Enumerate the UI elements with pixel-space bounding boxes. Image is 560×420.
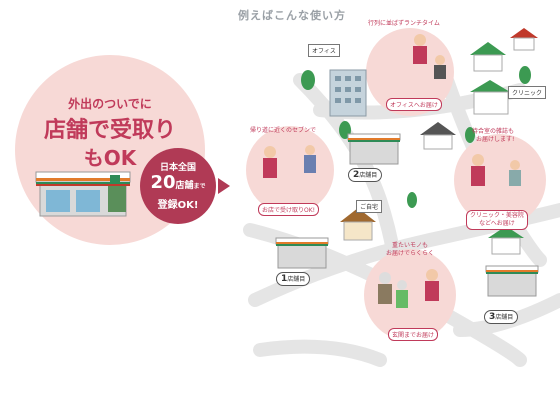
heavy-caption-1: 重たいモノも bbox=[392, 242, 429, 249]
badge-circle bbox=[140, 148, 216, 224]
store-1-icon bbox=[275, 237, 329, 269]
left-bubble-line3: もOK bbox=[83, 146, 137, 170]
house-icons bbox=[340, 28, 538, 255]
house-icon bbox=[510, 28, 538, 51]
office-tag: オフィス bbox=[308, 44, 340, 57]
house-icon bbox=[470, 42, 506, 72]
store-2-number: 2 bbox=[353, 170, 360, 180]
page-heading: 例えばこんな使い方 bbox=[238, 9, 346, 22]
people-illustrations bbox=[263, 34, 521, 308]
left-store-icon bbox=[35, 171, 131, 217]
waiting-room-caption-1: 待合室の雑誌も bbox=[472, 128, 515, 135]
house-icon bbox=[340, 208, 376, 241]
arrow-icon bbox=[218, 178, 230, 194]
map-store-icons bbox=[275, 133, 539, 297]
clinic-delivery-line2: などへお届け bbox=[479, 220, 515, 227]
road bbox=[253, 339, 387, 367]
house-icon bbox=[420, 122, 456, 150]
store-2-suffix: 店舗目 bbox=[359, 172, 378, 179]
office-delivery-label: オフィスへお届け bbox=[386, 98, 442, 111]
store-1-suffix: 店舗目 bbox=[287, 276, 306, 283]
store-3-suffix: 店舗目 bbox=[495, 314, 514, 321]
heavy-caption-2: お届けでらくらく bbox=[386, 250, 435, 257]
lunch-scene-circle bbox=[366, 28, 454, 116]
badge-line1: 日本全国 bbox=[159, 163, 196, 173]
badge-unit: 店舗 bbox=[175, 181, 194, 191]
clinic-delivery-label: クリニック・美容院 などへお届け bbox=[466, 210, 528, 230]
house-icon bbox=[488, 226, 524, 255]
tree-icon bbox=[301, 70, 315, 90]
store-1-number: 1 bbox=[281, 274, 288, 284]
near-store-caption: 帰り道に近くのセブンで bbox=[250, 127, 317, 134]
waiting-room-caption-2: お届けします! bbox=[476, 136, 515, 143]
store-3-marker: 3店舗目 bbox=[484, 310, 519, 324]
store-2-icon bbox=[347, 133, 401, 165]
store-3-icon bbox=[485, 265, 539, 297]
clinic-delivery-line1: クリニック・美容院 bbox=[470, 212, 524, 219]
store-2-marker: 2店舗目 bbox=[348, 168, 383, 182]
store-scene-circle bbox=[246, 126, 334, 214]
store-1-marker: 1店舗目 bbox=[276, 272, 311, 286]
clinic-building-icon bbox=[470, 80, 510, 115]
tree-icon bbox=[465, 127, 475, 143]
lunch-caption: 行列に並ばずランチタイム bbox=[368, 20, 440, 27]
left-bubble-line1: 外出のついでに bbox=[68, 97, 152, 111]
badge-unit-tiny: まで bbox=[193, 183, 206, 190]
left-bubble-line2: 店舗で受取り bbox=[43, 118, 176, 143]
badge-number: 20 bbox=[150, 172, 176, 193]
store-pickup-label: お店で受け取りOK! bbox=[258, 203, 320, 216]
badge-line2: 20店舗まで bbox=[140, 172, 216, 193]
office-building-icon bbox=[329, 69, 367, 117]
badge-line3: 登録OK! bbox=[157, 200, 199, 211]
home-tag: ご自宅 bbox=[356, 200, 383, 213]
tree-icon bbox=[519, 66, 531, 84]
tree-icon bbox=[407, 192, 417, 208]
clinic-tag: クリニック bbox=[508, 86, 547, 99]
front-door-label: 玄関までお届け bbox=[388, 328, 439, 341]
store-3-number: 3 bbox=[489, 312, 496, 322]
